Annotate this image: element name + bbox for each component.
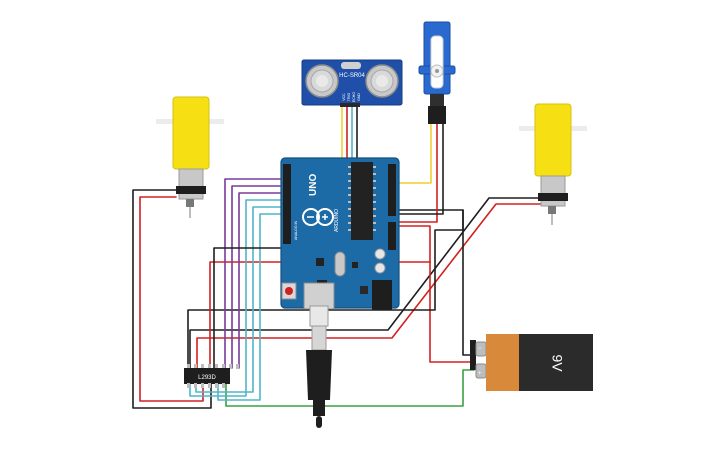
- battery-label: 9V: [549, 354, 565, 372]
- wire-battery-red: [397, 225, 475, 363]
- arduino-logo-icon: [302, 208, 334, 226]
- driver-pins-top: [187, 364, 239, 369]
- ultrasonic-pin-gnd: GND: [357, 93, 361, 101]
- wire-arduino-gnd: [213, 247, 286, 369]
- chip-pins: [348, 166, 376, 231]
- wire-cyan-1: [189, 199, 286, 397]
- wire-left-motor-black: [132, 189, 212, 409]
- battery-plus-sign: +: [478, 371, 482, 377]
- arduino-brand-label: ARDUINO: [334, 209, 340, 232]
- motor-left: [156, 96, 224, 218]
- wire-ground-green: [225, 369, 475, 407]
- wire-right-motor-red: [196, 203, 542, 369]
- wire-purple-2: [231, 185, 286, 369]
- ultrasonic-pin-echo: ECHO: [352, 92, 356, 102]
- servo-motor: [418, 21, 456, 124]
- battery-9v: 9V − +: [470, 334, 593, 391]
- arduino-uno-label: UNO: [308, 174, 319, 196]
- usb-cable: [306, 305, 332, 428]
- wire-battery-black-b: [187, 209, 464, 369]
- battery-minus-sign: −: [478, 346, 482, 352]
- wire-battery-black: [397, 209, 475, 356]
- ultrasonic-sensor: HC-SR04 VCC TRIG ECHO GND: [301, 59, 403, 107]
- motor-right: [519, 103, 587, 225]
- wire-cyan-3: [217, 213, 286, 401]
- ultrasonic-pin-trig: TRIG: [347, 93, 351, 102]
- motor-driver: L293D: [184, 364, 239, 388]
- motor-driver-label: L293D: [198, 375, 216, 381]
- ultrasonic-pin-vcc: VCC: [342, 93, 346, 101]
- wire-purple-3: [238, 192, 286, 369]
- wire-servo-black: [397, 123, 444, 215]
- arduino-analog-label: ANALOG IN: [294, 220, 298, 240]
- arduino-uno: UNO ARDUINO ANALOG IN: [280, 157, 400, 310]
- wire-purple-1: [224, 178, 286, 369]
- wire-right-motor-black: [189, 197, 542, 369]
- wire-servo-red: [397, 123, 438, 223]
- ultrasonic-model-label: HC-SR04: [339, 73, 365, 79]
- wire-cyan-2: [195, 206, 286, 393]
- driver-pins-bottom: [187, 383, 225, 388]
